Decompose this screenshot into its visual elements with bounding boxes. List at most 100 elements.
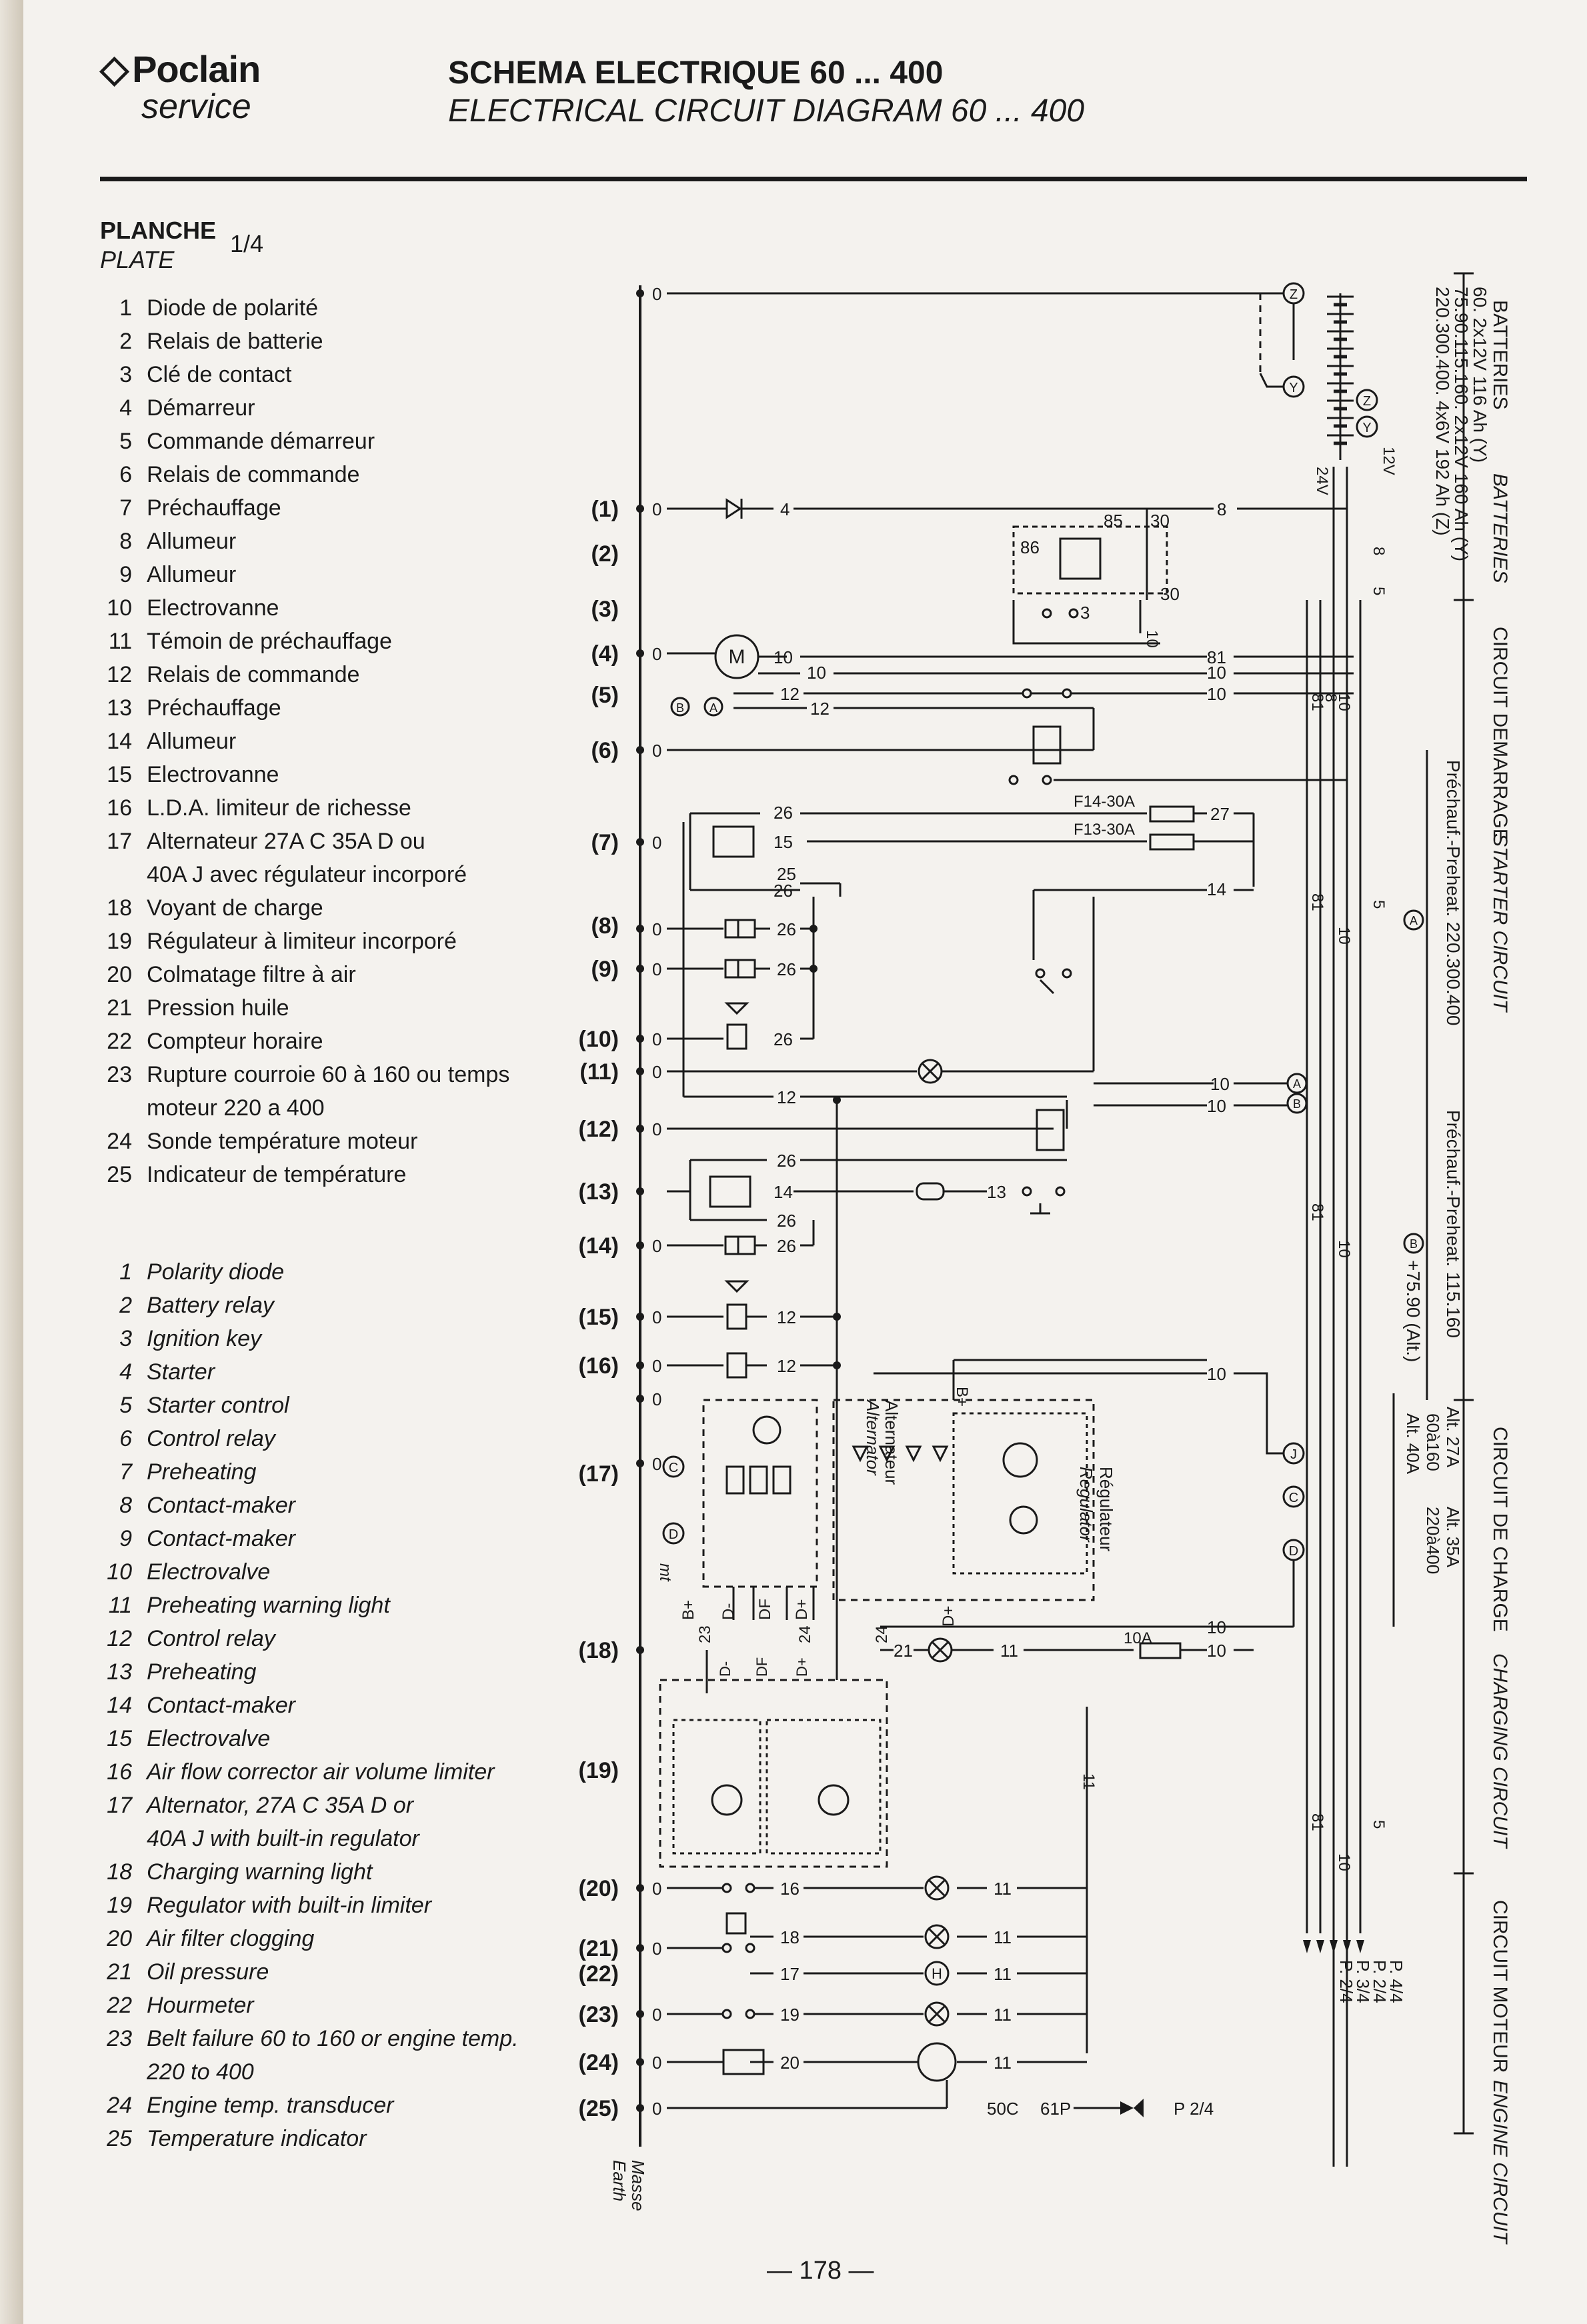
wire-number: 26	[777, 1211, 796, 1231]
legend-number: 14	[107, 729, 132, 754]
legend-text: Hourmeter	[147, 1993, 254, 2018]
legend-number: 13	[107, 695, 132, 721]
legend-text: Engine temp. transducer	[147, 2093, 394, 2118]
section-label-fr: CIRCUIT MOTEUR	[1489, 1900, 1511, 2073]
wire-3	[1012, 600, 1160, 645]
legend-number: 24	[107, 2093, 132, 2118]
row-label: (20)	[579, 1876, 619, 1901]
terminal-label: D+	[940, 1606, 958, 1627]
wire-number: 26	[773, 1029, 793, 1049]
transistor-icon	[818, 1784, 850, 1816]
switch-contact	[1055, 1186, 1066, 1197]
wire-number: 81	[1207, 647, 1226, 667]
legend-text: Démarreur	[147, 395, 255, 421]
wire-number: 0	[652, 284, 661, 304]
legend-number: 25	[107, 2126, 132, 2151]
wire-number: 10	[1210, 1074, 1230, 1094]
wire-number: 5	[1370, 587, 1388, 595]
junction-dot	[636, 1035, 644, 1043]
row-label: (25)	[579, 2096, 619, 2121]
diode-icon	[852, 1445, 869, 1463]
legend-number: 12	[107, 662, 132, 687]
junction-dot	[636, 2058, 644, 2066]
wire-number: 26	[777, 1151, 796, 1171]
wire-number: 26	[777, 959, 796, 979]
key-contact	[1042, 608, 1052, 619]
preheat-element-icon	[712, 825, 755, 858]
regulator-outer-box	[832, 1399, 1095, 1601]
terminal-label: D+	[794, 1657, 810, 1677]
earth-label: Earth	[609, 2160, 629, 2201]
legend-number: 12	[107, 1626, 132, 1651]
legend-text: Control relay	[147, 1426, 275, 1451]
hourmeter-label: H	[932, 1965, 942, 1982]
legend-number: 24	[107, 1129, 132, 1154]
wire-number: 26	[773, 803, 793, 823]
legend-text: Allumeur	[147, 729, 237, 754]
coil-icon	[726, 1352, 747, 1379]
row-label: (4)	[591, 641, 619, 667]
wire-number: 8	[1322, 693, 1340, 702]
terminal-label: D-	[719, 1603, 737, 1620]
row-label: (23)	[579, 2002, 619, 2027]
wire-number: 26	[777, 919, 796, 939]
legend-number: 2	[119, 329, 132, 354]
legend-number: 14	[107, 1693, 132, 1718]
junction-dot	[636, 649, 644, 657]
section-label-en: BATTERIES	[1489, 473, 1511, 583]
switch-contact	[745, 1883, 755, 1893]
wire-number: 81	[1308, 1203, 1326, 1221]
legend-fr-item: 15 Electrovanne	[100, 758, 279, 791]
legend-number: 1	[119, 295, 132, 321]
legend-text-cont: 40A J with built-in regulator	[147, 1826, 419, 1851]
plate-fr: PLANCHE	[100, 217, 217, 244]
wire-number: 12	[777, 1087, 796, 1107]
voltage-label: 12V	[1380, 447, 1398, 475]
wire-number: 25	[777, 864, 796, 884]
junction-dot	[636, 1395, 644, 1403]
legend-text: Relais de commande	[147, 662, 360, 687]
wire-number: 30	[1150, 511, 1170, 531]
fuse-label: F14-30A	[1074, 793, 1135, 811]
switch-contact	[745, 2009, 755, 2019]
fuse-icon	[1149, 833, 1195, 851]
row-label: (6)	[591, 738, 619, 763]
legend-number: 2	[119, 1293, 132, 1318]
alternator-label: Alternator	[863, 1399, 883, 1476]
legend-text-cont: 40A J avec régulateur incorporé	[147, 862, 467, 887]
legend-text: Charging warning light	[147, 1859, 373, 1885]
terminal-d-icon	[662, 1522, 685, 1545]
arrow-icon	[1356, 1940, 1364, 1953]
legend-number: 15	[107, 762, 132, 787]
wire-number: 10	[1207, 1096, 1226, 1116]
legend-text: Relais de batterie	[147, 329, 323, 354]
wire-number: 10	[1335, 1853, 1353, 1871]
wire-number: 0	[652, 959, 661, 979]
battery-spec: 220.300.400. 4x6V 192 Ah (Z)	[1432, 287, 1453, 536]
legend-text: Starter	[147, 1359, 215, 1385]
wire-number: 0	[652, 1236, 661, 1256]
alt-note: Alt. 27A	[1443, 1407, 1463, 1468]
section-label-en: CHARGING CIRCUIT	[1489, 1653, 1511, 1849]
legend-number: 9	[119, 562, 132, 587]
plate-number: 1/4	[230, 230, 264, 257]
wire-number: 8	[1370, 547, 1388, 555]
junction-dot	[636, 505, 644, 513]
contact-coil-icon	[724, 919, 756, 939]
lamp-cross	[928, 1927, 946, 1946]
legend-text: Electrovanne	[147, 762, 279, 787]
